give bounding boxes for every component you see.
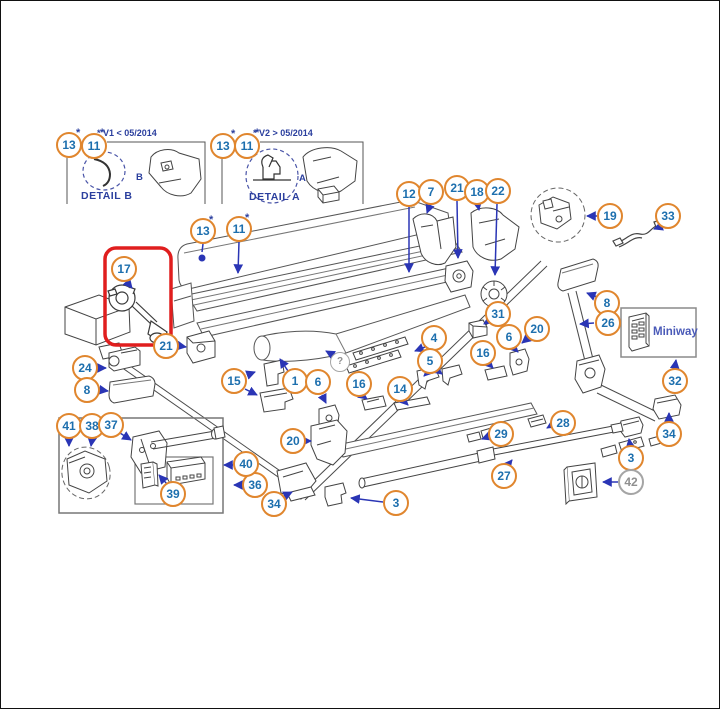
callout-3-bottom: 3 bbox=[383, 490, 409, 516]
callout-14: 14 bbox=[387, 376, 413, 402]
callout-5: 5 bbox=[417, 348, 443, 374]
version-v2-label: * V2 > 05/2014 bbox=[253, 128, 313, 138]
elbow-joint bbox=[574, 354, 606, 394]
callout-8-left: 8 bbox=[74, 377, 100, 403]
gear-bracket-21 bbox=[444, 260, 474, 293]
callout-11-detail-a: 11 bbox=[234, 133, 260, 159]
accessory-box bbox=[58, 417, 226, 514]
callout-36: 36 bbox=[242, 472, 268, 498]
callout-11-main: 11 bbox=[226, 216, 252, 242]
miniway-label: Miniway bbox=[653, 326, 698, 338]
cube-31 bbox=[468, 319, 488, 339]
detail-a-circle bbox=[245, 148, 299, 204]
callout-7: 7 bbox=[418, 179, 444, 205]
bracket-6-right bbox=[509, 348, 530, 376]
asterisk: * bbox=[209, 214, 214, 226]
end-cap-7 bbox=[412, 213, 457, 266]
asterisk: * bbox=[100, 127, 105, 139]
block-16-right bbox=[484, 365, 508, 381]
highlight-box-part-17 bbox=[103, 246, 173, 347]
callout-17: 17 bbox=[111, 256, 137, 282]
callout-39: 39 bbox=[160, 481, 186, 507]
gear-22 bbox=[480, 280, 508, 308]
detail-a-frame bbox=[221, 141, 364, 204]
callout-13-main: 13 bbox=[190, 218, 216, 244]
callout-33: 33 bbox=[655, 203, 681, 229]
callout-20-right: 20 bbox=[524, 316, 550, 342]
asterisk: * bbox=[245, 212, 250, 224]
cable-33 bbox=[612, 219, 664, 248]
callout-37: 37 bbox=[98, 412, 124, 438]
block-16-left bbox=[361, 395, 387, 411]
rafter-tube bbox=[358, 422, 624, 489]
foot-34-bottom-left bbox=[276, 462, 317, 502]
asterisk: * bbox=[255, 127, 260, 139]
detail-b-frame bbox=[66, 141, 206, 204]
strip-14 bbox=[393, 396, 431, 411]
callout-34-bottom-left: 34 bbox=[261, 491, 287, 517]
callout-31: 31 bbox=[485, 301, 511, 327]
wall-switch-42 bbox=[563, 462, 598, 506]
callout-20-bottom: 20 bbox=[280, 428, 306, 454]
bracket-3-right bbox=[618, 416, 644, 438]
callout-11-detail-b: 11 bbox=[81, 133, 107, 159]
asterisk: * bbox=[76, 127, 81, 139]
tube-8-right bbox=[557, 258, 599, 292]
callout-4: 4 bbox=[421, 325, 447, 351]
detail-b-part bbox=[148, 149, 202, 197]
callout-16-right: 16 bbox=[470, 340, 496, 366]
callout-12: 12 bbox=[396, 181, 422, 207]
callout-19: 19 bbox=[597, 203, 623, 229]
callout-32: 32 bbox=[662, 368, 688, 394]
callout-40: 40 bbox=[233, 451, 259, 477]
detail-a-caption: DETAIL A bbox=[249, 191, 301, 203]
miniway-remote-icon bbox=[628, 312, 650, 352]
callout-34-right: 34 bbox=[656, 421, 682, 447]
callout-41: 41 bbox=[56, 413, 82, 439]
bracket-19-group bbox=[530, 187, 586, 243]
end-cap-18 bbox=[470, 207, 520, 261]
detail-a-letter: A bbox=[299, 173, 306, 184]
callout-27: 27 bbox=[491, 463, 517, 489]
callout-6-right: 6 bbox=[496, 324, 522, 350]
callout-21-left: 21 bbox=[153, 333, 179, 359]
clip-28 bbox=[527, 414, 547, 428]
mounting-rails-4 bbox=[345, 336, 409, 374]
callout-1: 1 bbox=[282, 368, 308, 394]
callout-22: 22 bbox=[485, 178, 511, 204]
miniway-box bbox=[620, 307, 697, 358]
callout-28: 28 bbox=[550, 410, 576, 436]
arm-end-bracket-34-right bbox=[652, 394, 682, 420]
callout-26: 26 bbox=[595, 310, 621, 336]
detail-a-part bbox=[302, 147, 358, 204]
corner-bracket-20 bbox=[310, 419, 348, 466]
bracket-21-left bbox=[186, 330, 216, 364]
callout-13-detail-a: 13 bbox=[210, 133, 236, 159]
callout-6-left: 6 bbox=[305, 369, 331, 395]
detail-b-letter: B bbox=[136, 172, 143, 183]
motor-24 bbox=[108, 346, 141, 372]
version-v1-label: * V1 < 05/2014 bbox=[97, 128, 157, 138]
fabric-roll bbox=[253, 294, 471, 362]
end-piece-3-bottom bbox=[324, 482, 347, 507]
callout-16-left: 16 bbox=[346, 371, 372, 397]
asterisk: * bbox=[231, 128, 236, 140]
callout-42: 42 bbox=[618, 469, 644, 495]
callout-unknown: ? bbox=[330, 352, 350, 372]
left-end-panels bbox=[170, 282, 195, 329]
callout-15: 15 bbox=[221, 368, 247, 394]
callout-3-right: 3 bbox=[618, 445, 644, 471]
callout-24: 24 bbox=[72, 355, 98, 381]
detail-b-caption: DETAIL B bbox=[81, 190, 133, 202]
brackets-15 bbox=[259, 359, 294, 413]
callout-29: 29 bbox=[488, 421, 514, 447]
tube-8-left bbox=[108, 375, 156, 404]
